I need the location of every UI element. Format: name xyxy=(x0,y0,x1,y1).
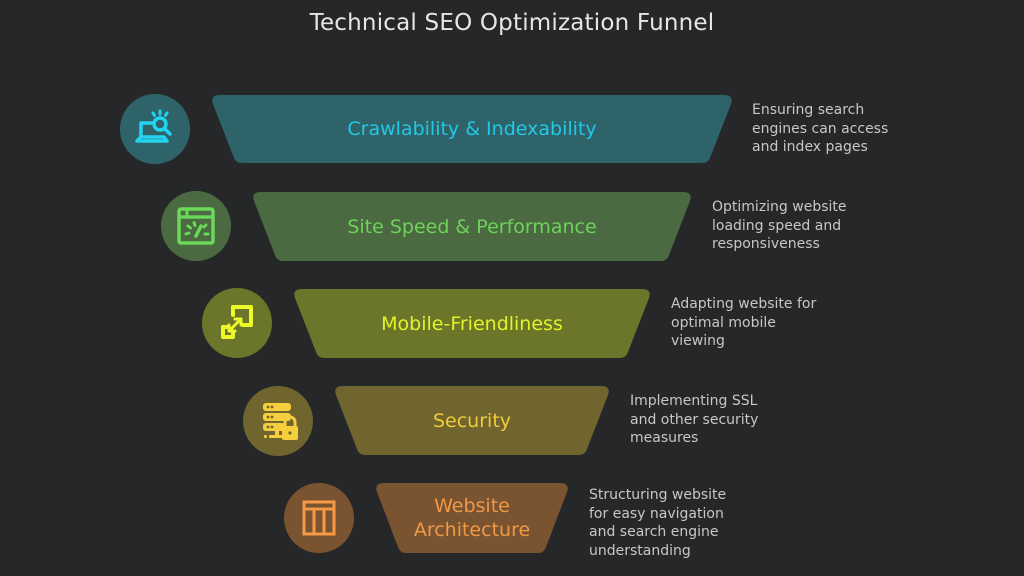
stage-label-architecture: Website Architecture xyxy=(413,495,531,541)
funnel-segment-architecture xyxy=(376,483,568,553)
layout-columns-icon xyxy=(284,483,354,553)
server-lock-icon xyxy=(243,386,313,456)
stage-label-mobile: Mobile-Friendliness xyxy=(381,312,563,335)
stage-description-site-speed: Optimizing website loading speed and res… xyxy=(712,199,847,252)
stage-description-crawlability: Ensuring search engines can access and i… xyxy=(752,102,889,155)
stage-label-crawlability: Crawlability & Indexability xyxy=(347,118,597,140)
funnel-segment-site-speed xyxy=(253,192,691,261)
laptop-search-icon xyxy=(120,94,190,164)
stage-description-architecture: Structuring website for easy navigation … xyxy=(589,487,727,559)
stage-label-site-speed: Site Speed & Performance xyxy=(347,215,597,238)
stage-label-security: Security xyxy=(432,409,512,432)
resize-expand-icon xyxy=(202,288,272,358)
funnel-segment-mobile xyxy=(294,289,650,358)
stage-description-security: Implementing SSL and other security meas… xyxy=(630,393,759,446)
diagram-title: Technical SEO Optimization Funnel xyxy=(309,10,715,36)
speedometer-browser-icon xyxy=(161,191,231,261)
stage-description-mobile: Adapting website for optimal mobile view… xyxy=(671,296,817,349)
funnel-segment-security xyxy=(335,386,609,455)
funnel-segment-crawlability xyxy=(212,95,732,163)
